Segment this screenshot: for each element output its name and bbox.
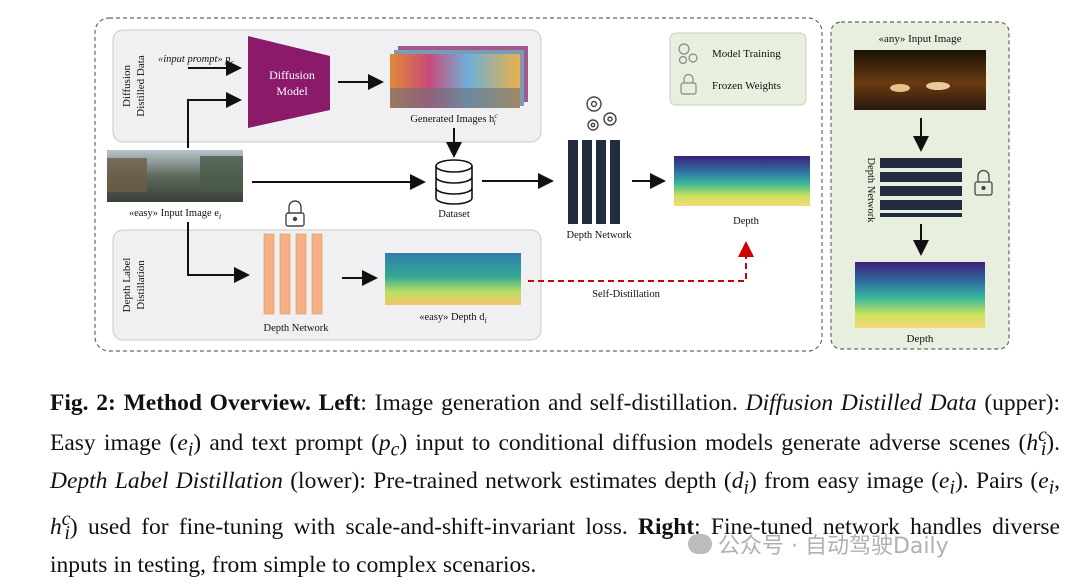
caption-left-label: Left [318, 390, 361, 416]
depth-network-top [568, 140, 620, 224]
depth-network-bottom-label: Depth Network [263, 323, 329, 334]
wechat-icon [688, 534, 712, 554]
dataset-icon [435, 159, 473, 205]
caption-math-e: e [177, 429, 188, 456]
easy-input-image-building-left [107, 158, 147, 192]
gear-icon [586, 96, 617, 131]
easy-input-image-building-right [200, 156, 243, 192]
caption-dd-label: Diffusion Distilled Data [745, 390, 977, 416]
caption-right-label: Right [638, 513, 695, 540]
caption-text-8: ). Pairs ( [954, 467, 1039, 494]
right-lock-icon [974, 169, 993, 196]
caption-text-1: : Image generation and self-distillation… [360, 390, 746, 416]
caption-math-d-sub: i [743, 477, 749, 499]
section-label-depth-line1: Depth Label [121, 258, 133, 313]
lock-icon [285, 200, 305, 227]
caption-text-10: : Fine-tuned network handles diverse inp… [50, 513, 1060, 578]
section-label-diffusion-line2: Distilled Data [135, 55, 147, 117]
caption-text-4: ) input to conditional diffusion models … [399, 429, 1027, 456]
caption-math-d: d [731, 467, 744, 494]
caption-fig-label: Fig. 2: Method Overview. [50, 390, 311, 416]
caption-text-5: ). [1046, 429, 1060, 456]
caption-math-h: h [1026, 429, 1039, 456]
caption-dld-label: Depth Label Distillation [50, 467, 283, 494]
input-to-diffusion-arrow [187, 92, 242, 148]
caption-text-6: (lower): Pre-trained network estimates d… [282, 467, 732, 494]
caption-text-2: (upper): Easy image ( [50, 390, 1061, 456]
any-input-image [854, 50, 986, 110]
easy-depth-image [385, 253, 521, 305]
diffusion-model-label-line2: Model [276, 84, 308, 98]
caption-math-h2-sub: i [64, 523, 70, 545]
right-depth-label: Depth [907, 333, 934, 345]
watermark-text: 公众号 · 自动驾驶Daily [718, 534, 949, 559]
figure-caption: Fig. 2: Method Overview. Left: Image gen… [50, 390, 1061, 578]
section-label-diffusion-line1: Diffusion [121, 65, 133, 107]
legend-gear-icon [678, 43, 698, 65]
caption-math-p: p [378, 429, 391, 456]
right-depth-image [855, 262, 985, 328]
method-overview-diagram: Diffusion Distilled Data Depth Label Dis… [94, 17, 1010, 352]
depth-output-label: Depth [733, 216, 759, 227]
legend-frozen-weights: Frozen Weights [712, 80, 781, 92]
generated-image-road [390, 88, 520, 108]
easy-input-image-label: «easy» Input Image ei [129, 208, 221, 221]
caption-text-9: ) used for fine-tuning with scale-and-sh… [69, 513, 638, 540]
diffusion-model-block [248, 36, 330, 128]
caption-math-h-sup: c [1038, 424, 1047, 446]
caption-math-h-sub: i [1040, 439, 1047, 461]
legend-lock-icon [680, 73, 697, 95]
depth-network-bottom [263, 233, 323, 315]
easy-depth-label: «easy» Depth di [419, 312, 487, 325]
night-headlight-right [926, 82, 950, 90]
dataset-label: Dataset [438, 209, 470, 220]
caption-math-h2-sup: c [61, 508, 71, 530]
legend-model-training: Model Training [712, 48, 781, 60]
caption-math-h2: h [50, 513, 62, 540]
self-distillation-label: Self-Distillation [592, 289, 660, 300]
caption-math-e2: e [939, 467, 950, 494]
diffusion-model-label-line1: Diffusion [269, 68, 315, 82]
section-label-depth-line2: Distillation [135, 260, 147, 310]
input-to-bottom-network-arrow [187, 222, 250, 283]
watermark: 公众号 · 自动驾驶Daily [688, 528, 949, 560]
caption-math-e-sub: i [187, 439, 194, 461]
caption-math-e2-sub: i [949, 477, 955, 499]
right-depth-network-label: Depth Network [865, 157, 876, 223]
self-distillation-arrow [528, 241, 754, 282]
depth-network-top-label: Depth Network [566, 230, 632, 241]
any-input-image-label: «any» Input Image [878, 33, 961, 45]
depth-output-image [674, 156, 810, 206]
caption-text-3: ) and text prompt ( [193, 429, 379, 456]
right-depth-network [880, 158, 962, 217]
caption-math-p-sub: c [390, 439, 400, 461]
caption-text-7: ) from easy image ( [748, 467, 940, 494]
legend-box [669, 32, 807, 106]
caption-math-e3: e [1038, 467, 1049, 494]
night-headlight-left [890, 84, 910, 92]
caption-math-e3-sub: i [1048, 477, 1055, 499]
